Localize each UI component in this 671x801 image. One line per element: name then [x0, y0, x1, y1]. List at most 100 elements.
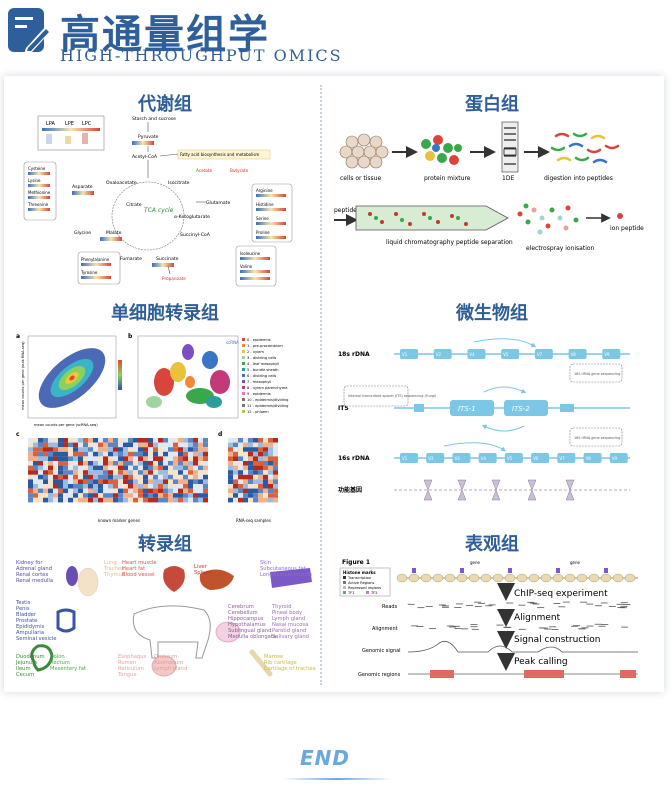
- heatmap-cell: [138, 488, 143, 494]
- heatmap-cell: [273, 484, 278, 489]
- heatmap-cell: [113, 488, 118, 494]
- heatmap-cell: [33, 470, 38, 475]
- tissue-group-9: Colon Rectum Mesentery fat: [50, 654, 86, 672]
- heatmap-cell: [273, 493, 278, 498]
- sc-legend-2: 2 - xylem: [247, 350, 264, 354]
- heatmap-cell: [123, 474, 128, 480]
- heatmap-cell: [48, 493, 53, 498]
- metab-oxalo: Oxaloacetate: [106, 180, 137, 186]
- region-box: [433, 349, 452, 359]
- heatmap-cell: [73, 438, 78, 443]
- heatmap-cell: [243, 465, 248, 471]
- heatmap-cell: [248, 497, 253, 503]
- region-box: [400, 453, 418, 463]
- heatmap-cell: [88, 465, 93, 471]
- heatmap-cell: [93, 488, 98, 494]
- region-box: [531, 453, 550, 463]
- heatmap-cell: [268, 479, 273, 484]
- heatmap-cell: [123, 442, 128, 448]
- region-box: [609, 453, 628, 463]
- heatmap-cell: [43, 474, 48, 480]
- heatmap-cell: [108, 447, 113, 452]
- heatmap-cell: [78, 493, 83, 498]
- stomach-shape: [151, 655, 177, 677]
- histone-mark: [604, 568, 608, 573]
- heatmap-cell: [98, 484, 103, 489]
- heatmap-cell: [238, 493, 243, 498]
- metab-starch: Starch and sucrose: [132, 116, 176, 122]
- transcriptome-title: 转录组: [138, 534, 192, 555]
- metab-proline: Proline: [256, 230, 270, 235]
- heatmap-cell: [258, 456, 263, 461]
- heatmap-cell: [258, 484, 263, 489]
- tissue-group-6: Cerebrum Cerebellum Hippocampus Hypothal…: [228, 604, 277, 640]
- heatmap-cell: [138, 447, 143, 452]
- sc-legend-9: 9 - epidermis: [247, 392, 271, 396]
- heatmap-cell: [243, 488, 248, 494]
- heatmap-cell: [68, 447, 73, 452]
- heatmap-cell: [88, 474, 93, 480]
- kidney-shape: [66, 566, 78, 586]
- heatmap-cell: [143, 470, 148, 475]
- heatmap-cell: [38, 461, 43, 466]
- heatmap-cell: [268, 465, 273, 471]
- heatmap-cell: [73, 479, 78, 484]
- heatmap-cell: [248, 461, 253, 466]
- nucleosome: [600, 573, 612, 583]
- lung-shape: [77, 567, 99, 597]
- heatmap-cell: [103, 470, 108, 475]
- heatmap-cell: [168, 493, 173, 498]
- heatmap-cell: [58, 451, 63, 457]
- heatmap-cell: [248, 451, 253, 457]
- heatmap-cell: [93, 465, 98, 471]
- heatmap-cell: [263, 479, 268, 484]
- metab-threonine: Threonine: [27, 202, 49, 207]
- heatmap-cell: [73, 488, 78, 494]
- intestine-shape: [30, 644, 54, 672]
- heatmap-cell: [178, 484, 183, 489]
- heatmap-cell: [123, 438, 128, 443]
- heatmap-cell: [118, 465, 123, 471]
- heatmap-cell: [203, 488, 208, 494]
- heatmap-cell: [128, 497, 133, 503]
- heatmap-cell: [193, 451, 198, 457]
- heatmap-cell: [173, 470, 178, 475]
- epi-regions: Genomic regions: [358, 672, 401, 678]
- metab-succcoa: Succinyl-CoA: [180, 232, 211, 238]
- metab-serine: Serine: [256, 216, 269, 221]
- metab-valine: Valine: [240, 264, 253, 269]
- heatmap-cell: [58, 438, 63, 443]
- heatmap-cell: [188, 442, 193, 448]
- heatmap-cell: [188, 479, 193, 484]
- heatmap-cell: [198, 456, 203, 461]
- heatmap-cell: [143, 461, 148, 466]
- heatmap-cell: [78, 447, 83, 452]
- heatmap-cell: [203, 484, 208, 489]
- heatmap-cell: [258, 488, 263, 494]
- prot-gel: 1DE: [502, 175, 514, 182]
- heatmap-cell: [238, 484, 243, 489]
- heatmap-cell: [188, 461, 193, 466]
- heatmap-cell: [58, 465, 63, 471]
- heatmap-cell: [168, 479, 173, 484]
- heatmap-cell: [203, 493, 208, 498]
- heatmap-cell: [48, 484, 53, 489]
- heatmap-cell: [158, 438, 163, 443]
- heatmap-cell: [188, 465, 193, 471]
- heatmap-cell: [118, 470, 123, 475]
- micro-note-16s: 16S rRNA gene sequencing: [574, 436, 620, 440]
- heatmap-cell: [253, 456, 258, 461]
- sc-label-c: c: [16, 431, 20, 438]
- prot-ion: ion peptide: [610, 225, 644, 232]
- heatmap-cell: [148, 465, 153, 471]
- heatmap-cell: [238, 470, 243, 475]
- heatmap-cell: [83, 451, 88, 457]
- heatmap-cell: [103, 461, 108, 466]
- heatmap-cell: [203, 474, 208, 480]
- heatmap-cell: [83, 479, 88, 484]
- heatmap-cell: [63, 438, 68, 443]
- brain-shape: [215, 621, 241, 643]
- heatmap-cell: [128, 447, 133, 452]
- heatmap-cell: [268, 474, 273, 480]
- heatmap-cell: [38, 488, 43, 494]
